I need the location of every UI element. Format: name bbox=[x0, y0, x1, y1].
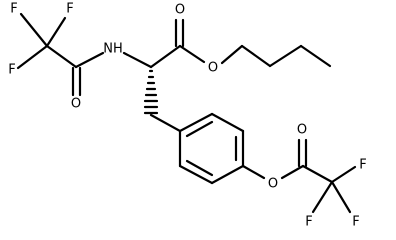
bond-carbonyl-cf3 bbox=[301, 164, 334, 184]
bond-ch2-ring bbox=[149, 113, 182, 133]
aryl-trifluoroacetate-bonds bbox=[241, 138, 357, 214]
atom-o-ester-single: O bbox=[208, 61, 218, 76]
atom-o-aryl-carbonyl: O bbox=[297, 123, 307, 138]
atom-nh: NH bbox=[103, 42, 123, 57]
atom-f1: F bbox=[10, 2, 17, 17]
bond-cf3-carbonyl bbox=[45, 44, 78, 69]
bond-butyl-2 bbox=[268, 44, 303, 68]
atom-f4: F bbox=[359, 158, 366, 173]
bond-cf3-f5 bbox=[330, 180, 352, 214]
bond-o-ch2 bbox=[220, 44, 244, 65]
bond-ring-o bbox=[241, 164, 266, 180]
bond-o-carbonyl bbox=[280, 164, 305, 180]
bond-carbonyl-nh bbox=[74, 51, 105, 69]
benzene-ring bbox=[178, 112, 245, 185]
atom-o-aryl: O bbox=[268, 177, 278, 192]
atom-f6: F bbox=[305, 215, 312, 230]
atom-o-amide: O bbox=[71, 97, 81, 112]
left-trifluoroacetyl-bonds bbox=[16, 12, 105, 97]
bond-cf3-f2 bbox=[16, 44, 49, 70]
bond-cf3-f3 bbox=[45, 16, 67, 48]
bond-nh-alpha bbox=[122, 51, 153, 69]
atom-f3: F bbox=[66, 2, 73, 17]
atom-o-ester-carbonyl: O bbox=[175, 3, 185, 18]
atom-labels: F F F NH O O O O O F F F bbox=[8, 2, 366, 230]
bond-cf3-f6 bbox=[311, 180, 334, 214]
bond-alpha-ester-c bbox=[149, 44, 182, 69]
stereo-hash-bond bbox=[143, 69, 159, 115]
bond-ester-c-o-single bbox=[178, 44, 206, 64]
bond-butyl-1 bbox=[240, 44, 272, 68]
bond-butyl-3 bbox=[299, 44, 332, 68]
bond-cf3-f4 bbox=[330, 165, 357, 184]
atom-f5: F bbox=[352, 215, 359, 230]
atom-f2: F bbox=[8, 63, 15, 78]
bond-cf3-f1 bbox=[19, 12, 49, 48]
butyl-chain-bonds bbox=[220, 44, 332, 68]
alpha-carbon-ester-bonds bbox=[122, 18, 206, 69]
